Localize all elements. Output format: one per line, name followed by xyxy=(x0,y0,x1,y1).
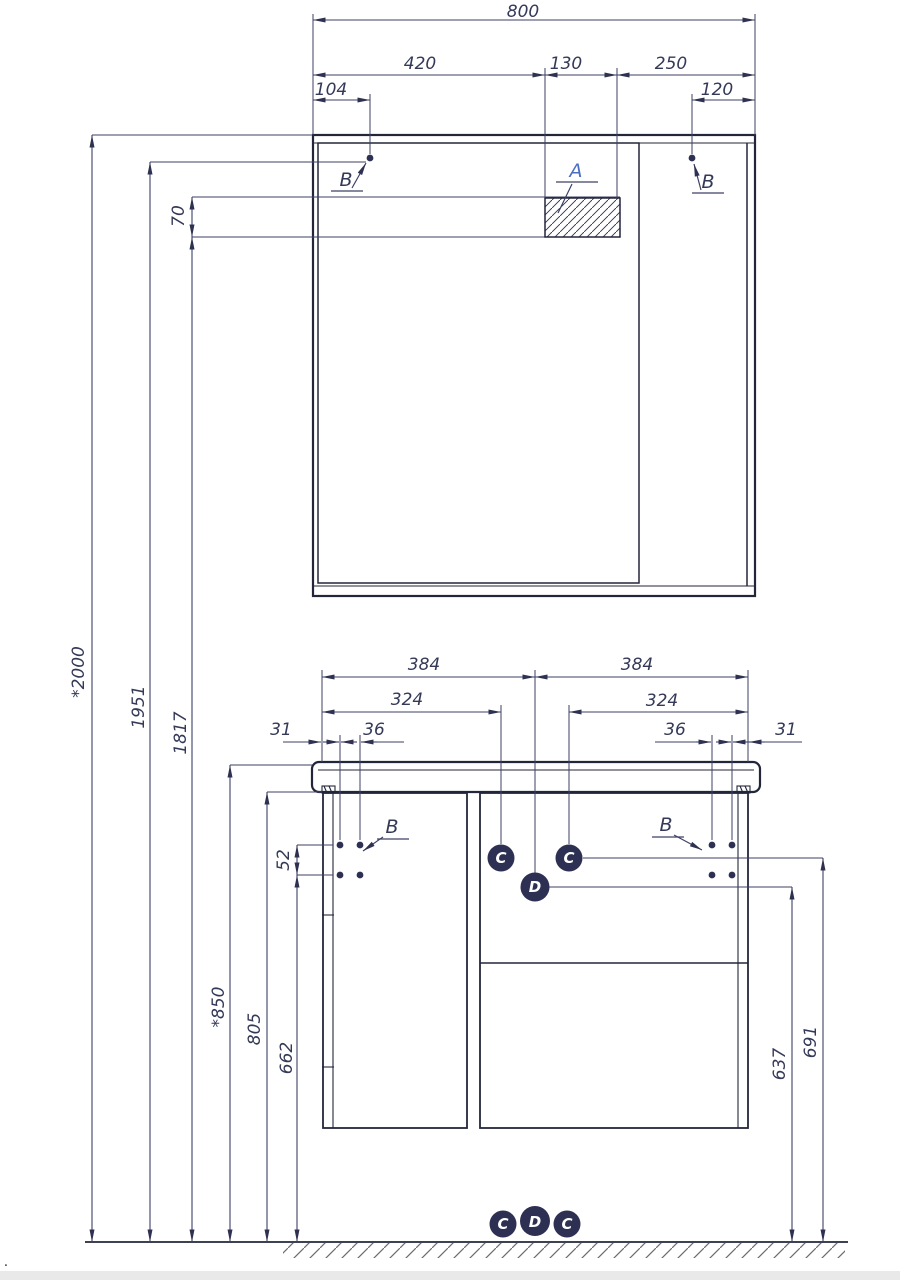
floor-hatch xyxy=(283,1243,845,1258)
dim-mirror-shelf-250: 250 xyxy=(655,54,687,74)
floor-marker-c-left-letter: C xyxy=(497,1215,508,1233)
dim-height-691: 691 xyxy=(801,1026,821,1058)
dim-height-662: 662 xyxy=(277,1042,297,1074)
dim-height-805: 805 xyxy=(245,1013,265,1045)
dim-vanity-36-left: 36 xyxy=(363,720,385,740)
floor-marker-d-letter: D xyxy=(529,1213,541,1231)
dim-height-1817: 1817 xyxy=(171,711,191,754)
callout-b-vanity-left: B xyxy=(385,816,398,838)
dim-vanity-36-right: 36 xyxy=(664,720,686,740)
vanity-door xyxy=(322,792,468,1129)
vanity-drawers xyxy=(479,792,749,1129)
dim-mirror-lamp-130: 130 xyxy=(550,54,582,74)
dim-height-850: *850 xyxy=(209,987,229,1028)
marker-c-right-circle xyxy=(555,844,583,872)
floor-marker-d-circle xyxy=(520,1206,550,1236)
marker-c-left-letter: C xyxy=(495,849,506,867)
dimension-lines xyxy=(89,17,826,1242)
mirror-door xyxy=(317,142,640,584)
dim-vanity-324-right: 324 xyxy=(646,691,678,711)
dim-vanity-384-left: 384 xyxy=(408,655,440,675)
callout-leaders xyxy=(331,162,724,852)
dim-height-637: 637 xyxy=(770,1048,790,1081)
dim-total-height-2000: *2000 xyxy=(69,646,89,698)
dim-vanity-31-right: 31 xyxy=(775,720,797,740)
marker-d-letter: D xyxy=(529,878,541,896)
marker-c-left-circle xyxy=(487,844,515,872)
callout-b-mirror-right: B xyxy=(701,171,714,193)
dim-mirror-door-420: 420 xyxy=(404,54,436,74)
mirror-cabinet-outline xyxy=(311,133,757,598)
lamp-hatch-area xyxy=(544,197,621,238)
point-markers xyxy=(487,844,583,1238)
floor-marker-c-right-circle xyxy=(553,1210,581,1238)
dim-vanity-324-left: 324 xyxy=(391,690,423,710)
dimension-labels: 800 420 130 250 104 120 70 *2000 1951 18… xyxy=(4,2,821,1270)
floor-line xyxy=(85,1241,848,1258)
dim-vanity-384-right: 384 xyxy=(621,655,653,675)
vanity-outline xyxy=(310,760,762,1129)
dim-mirror-screw-104: 104 xyxy=(315,80,347,100)
dim-height-1951: 1951 xyxy=(129,685,149,728)
extension-lines xyxy=(92,14,823,888)
callout-b-vanity-right: B xyxy=(659,814,672,836)
callout-b-mirror-left: B xyxy=(339,169,352,191)
marker-d-circle xyxy=(520,872,550,902)
page-edge-strip xyxy=(0,1271,900,1280)
dim-mirror-width-800: 800 xyxy=(507,2,539,22)
stray-dot: . xyxy=(4,1255,8,1270)
marker-c-right-letter: C xyxy=(563,849,574,867)
screw-hole-dots xyxy=(336,154,736,879)
dim-mirror-screw-120: 120 xyxy=(701,80,733,100)
dim-vanity-31-left: 31 xyxy=(270,720,292,740)
callout-a-label: A xyxy=(568,160,583,182)
mirror-shelf-and-lamp xyxy=(192,196,621,238)
dim-shelf-height-70: 70 xyxy=(169,205,189,227)
dim-screw-gap-52: 52 xyxy=(274,849,294,871)
floor-marker-c-right-letter: C xyxy=(561,1215,572,1233)
floor-marker-c-left-circle xyxy=(489,1210,517,1238)
countertop xyxy=(310,760,762,794)
